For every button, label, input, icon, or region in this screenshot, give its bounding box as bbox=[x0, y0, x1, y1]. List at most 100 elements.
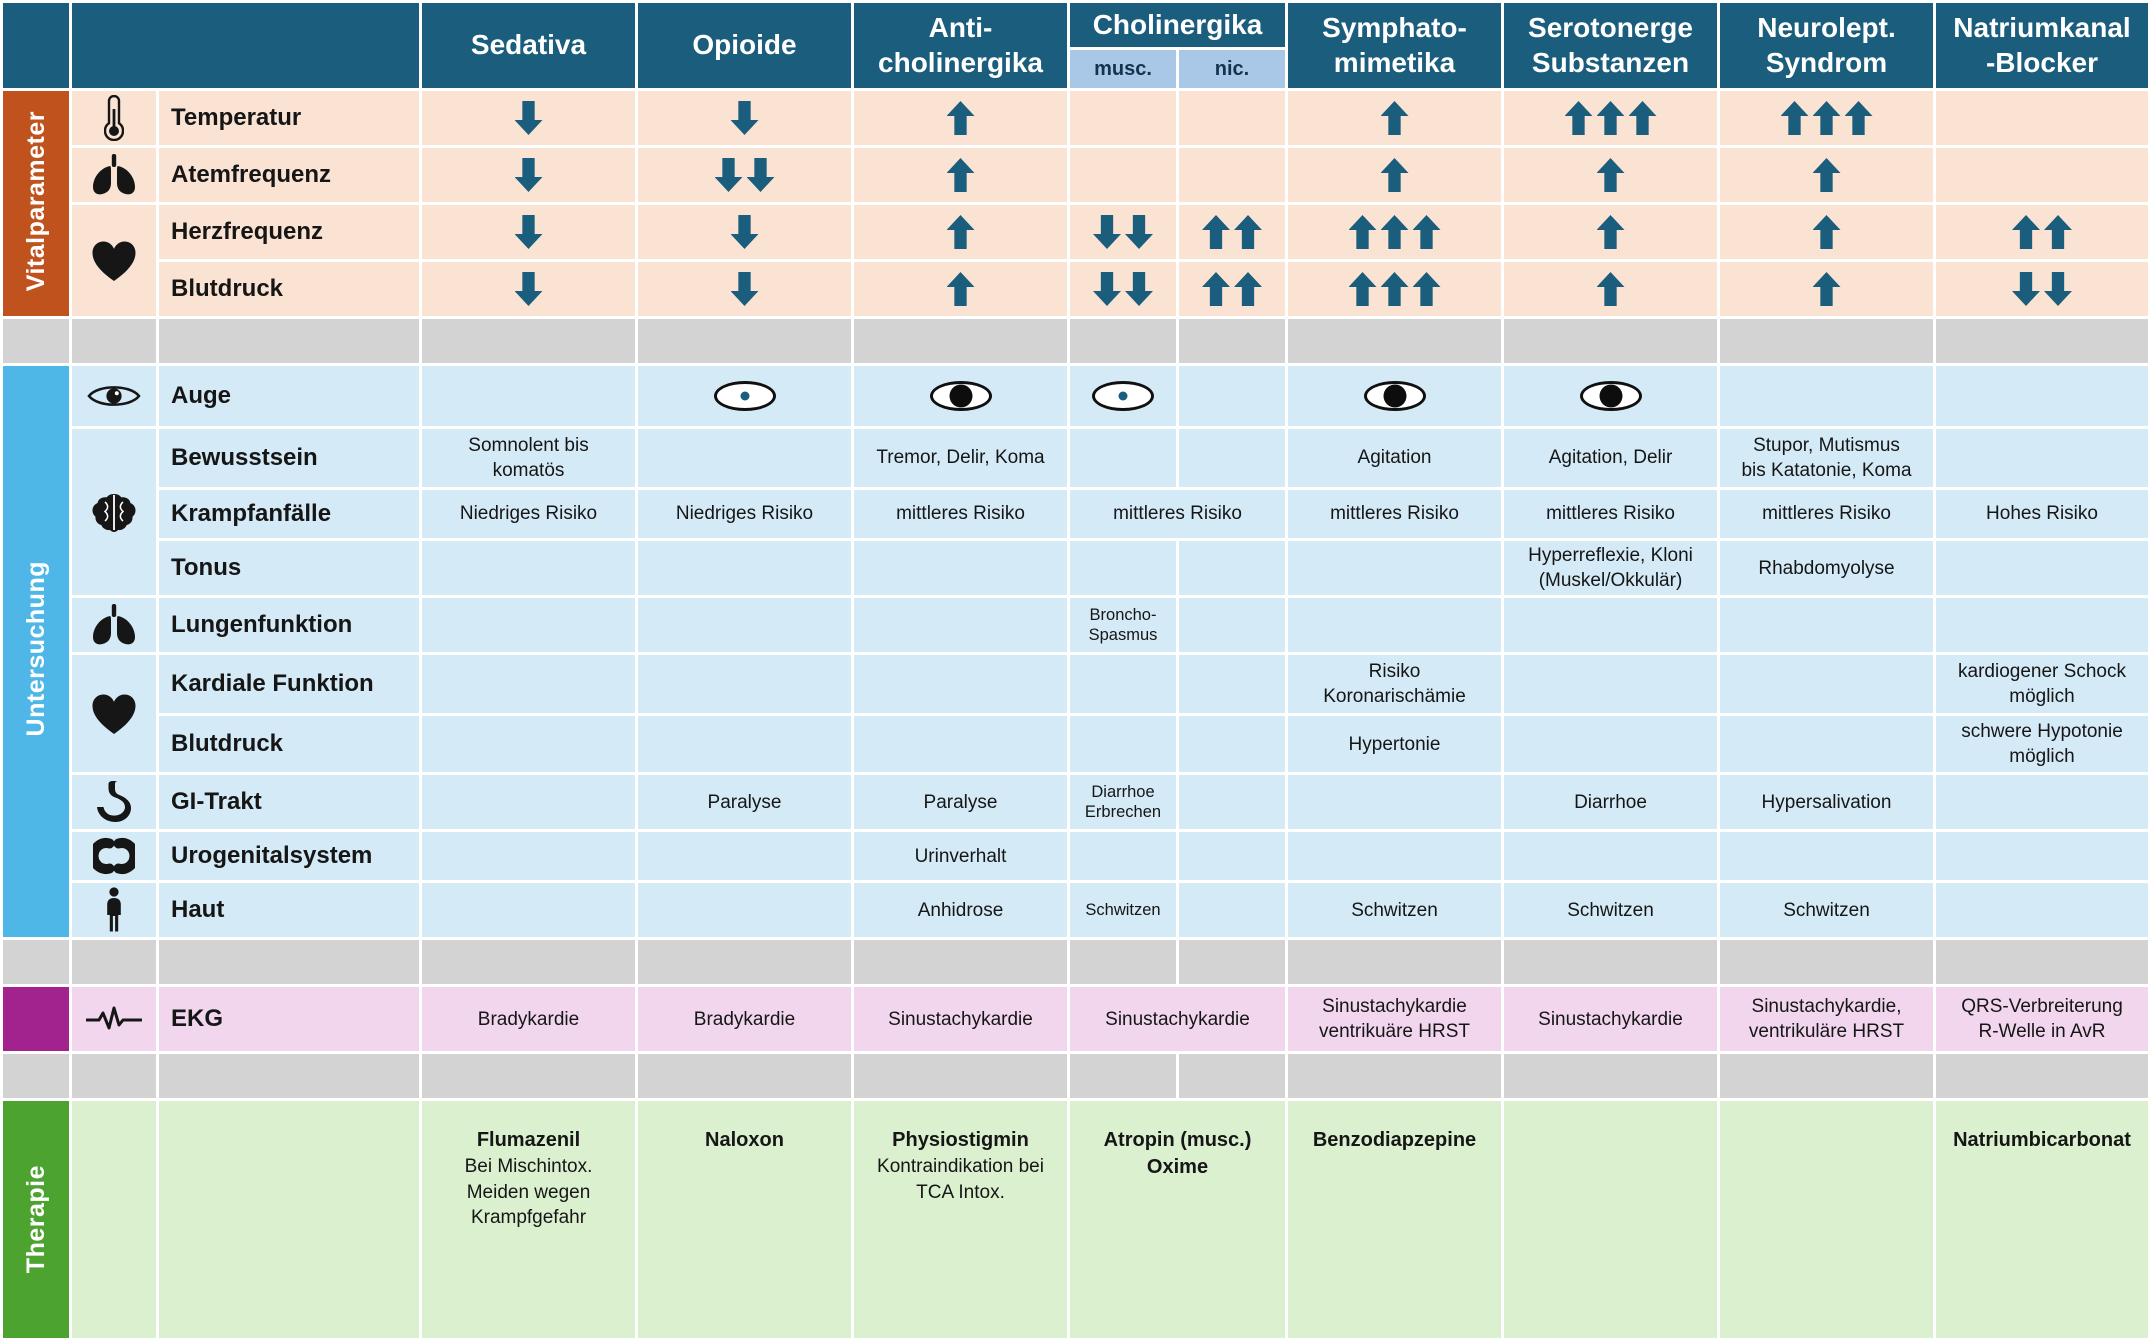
spacer-cell bbox=[1288, 940, 1501, 985]
data-cell bbox=[1720, 832, 1933, 881]
icon-cell bbox=[72, 91, 156, 145]
data-cell bbox=[638, 366, 851, 426]
data-cell: kardiogener Schock möglich bbox=[1936, 655, 2148, 714]
data-cell bbox=[1936, 775, 2148, 830]
spacer-cell bbox=[3, 940, 69, 985]
thermometer-icon bbox=[103, 94, 125, 142]
data-cell bbox=[422, 775, 635, 830]
table-row-krampfanfaelle: Krampfanfälle Niedriges Risiko Niedriges… bbox=[3, 490, 2148, 538]
sidebar-therapie: Therapie bbox=[3, 1101, 69, 1338]
icon-cell bbox=[72, 429, 156, 596]
data-cell: Urinverhalt bbox=[854, 832, 1067, 881]
spacer-row bbox=[3, 940, 2148, 985]
icon-cell bbox=[72, 655, 156, 773]
spacer-cell bbox=[1504, 319, 1717, 363]
data-cell bbox=[1179, 655, 1285, 714]
heart-icon bbox=[92, 694, 136, 734]
spacer-cell bbox=[1070, 319, 1176, 363]
data-cell bbox=[638, 205, 851, 259]
icon-cell bbox=[72, 205, 156, 316]
data-cell: Tremor, Delir, Koma bbox=[854, 429, 1067, 487]
spacer-cell bbox=[1720, 940, 1933, 985]
sidebar-label: Vitalparameter bbox=[21, 110, 50, 292]
icon-cell bbox=[72, 832, 156, 881]
data-cell bbox=[1070, 716, 1176, 773]
data-cell bbox=[1936, 366, 2148, 426]
down-arrow-icon bbox=[1093, 272, 1121, 306]
therapy-note: Bei Mischintox. Meiden wegen Krampfgefah… bbox=[464, 1156, 593, 1229]
icon-cell bbox=[72, 987, 156, 1052]
data-cell: Sinustachykardie bbox=[1070, 987, 1285, 1052]
spacer-row bbox=[3, 319, 2148, 363]
data-cell bbox=[854, 598, 1067, 653]
data-cell: mittleres Risiko bbox=[1288, 490, 1501, 538]
table-row-blutdruck-vital: Blutdruck bbox=[3, 262, 2148, 316]
data-cell: schwere Hypotonie möglich bbox=[1936, 716, 2148, 773]
down-arrow-icon bbox=[514, 101, 543, 135]
mydriasis-pupil-icon bbox=[929, 381, 992, 411]
up-arrow-icon bbox=[1348, 272, 1377, 306]
up-arrow-icon bbox=[2012, 215, 2040, 249]
therapy-cell: Atropin (musc.) Oxime bbox=[1070, 1101, 1285, 1338]
lungs-icon bbox=[93, 604, 135, 645]
data-cell: mittleres Risiko bbox=[854, 490, 1067, 538]
data-cell: Schwitzen bbox=[1288, 883, 1501, 938]
data-cell: Sinustachykardie ventrikuäre HRST bbox=[1288, 987, 1501, 1052]
therapy-drug: Benzodiapzepine bbox=[1312, 1129, 1477, 1152]
row-label: Herzfrequenz bbox=[159, 205, 419, 259]
up-arrow-icon bbox=[1844, 101, 1873, 135]
data-cell bbox=[1936, 883, 2148, 938]
spacer-cell bbox=[1504, 940, 1717, 985]
row-label: Blutdruck bbox=[159, 716, 419, 773]
table-row-ekg: EKG Bradykardie Bradykardie Sinustachyka… bbox=[3, 987, 2148, 1052]
data-cell: Rhabdomyolyse bbox=[1720, 541, 1933, 596]
down-arrow-icon bbox=[730, 215, 759, 249]
spacer-cell bbox=[1070, 1054, 1176, 1099]
spacer-cell bbox=[1070, 940, 1176, 985]
data-cell bbox=[1179, 832, 1285, 881]
icon-cell bbox=[72, 148, 156, 202]
data-cell: Niedriges Risiko bbox=[422, 490, 635, 538]
data-cell bbox=[1070, 205, 1176, 259]
data-cell bbox=[1504, 832, 1717, 881]
spacer-cell bbox=[422, 319, 635, 363]
table-row-temperatur: Vitalparameter Temperatur bbox=[3, 91, 2148, 316]
up-arrow-icon bbox=[1234, 215, 1262, 249]
table-row-atemfrequenz: Atemfrequenz bbox=[3, 148, 2148, 202]
data-cell bbox=[422, 205, 635, 259]
up-arrow-icon bbox=[1812, 158, 1841, 192]
data-cell: Diarrhoe Erbrechen bbox=[1070, 775, 1176, 830]
spacer-cell bbox=[159, 319, 419, 363]
down-arrow-icon bbox=[2044, 272, 2072, 306]
up-arrow-icon bbox=[946, 272, 975, 306]
table-row-haut: Haut Anhidrose Schwitzen Schwitzen Schwi… bbox=[3, 883, 2148, 938]
column-header-symphatomimetika: Symphato- mimetika bbox=[1288, 3, 1501, 88]
data-cell bbox=[1179, 429, 1285, 487]
ecg-icon bbox=[85, 1006, 143, 1030]
subheader-row: musc. nic. bbox=[3, 50, 2148, 88]
down-arrow-icon bbox=[730, 101, 759, 135]
up-arrow-icon bbox=[1380, 101, 1409, 135]
therapy-drug: Physiostigmin bbox=[892, 1129, 1029, 1152]
row-label: Haut bbox=[159, 883, 419, 938]
data-cell: Hohes Risiko bbox=[1936, 490, 2148, 538]
header-row: Sedativa Opioide Anti- cholinergika Chol… bbox=[3, 3, 2148, 88]
icon-cell bbox=[72, 366, 156, 426]
up-arrow-icon bbox=[1564, 101, 1593, 135]
spacer-cell bbox=[1504, 1054, 1717, 1099]
data-cell bbox=[1288, 598, 1501, 653]
up-arrow-icon bbox=[1412, 272, 1441, 306]
table-row-bewusstsein: Bewusstsein Somnolent bis komatös Tremor… bbox=[3, 429, 2148, 596]
up-arrow-icon bbox=[946, 101, 975, 135]
data-cell bbox=[1179, 205, 1285, 259]
data-cell bbox=[1504, 205, 1717, 259]
spacer-cell bbox=[72, 319, 156, 363]
row-label: Auge bbox=[159, 366, 419, 426]
data-cell: mittleres Risiko bbox=[1070, 490, 1285, 538]
data-cell bbox=[1288, 262, 1501, 316]
spacer-cell bbox=[1179, 319, 1285, 363]
spacer-cell bbox=[422, 1054, 635, 1099]
row-label: Lungenfunktion bbox=[159, 598, 419, 653]
